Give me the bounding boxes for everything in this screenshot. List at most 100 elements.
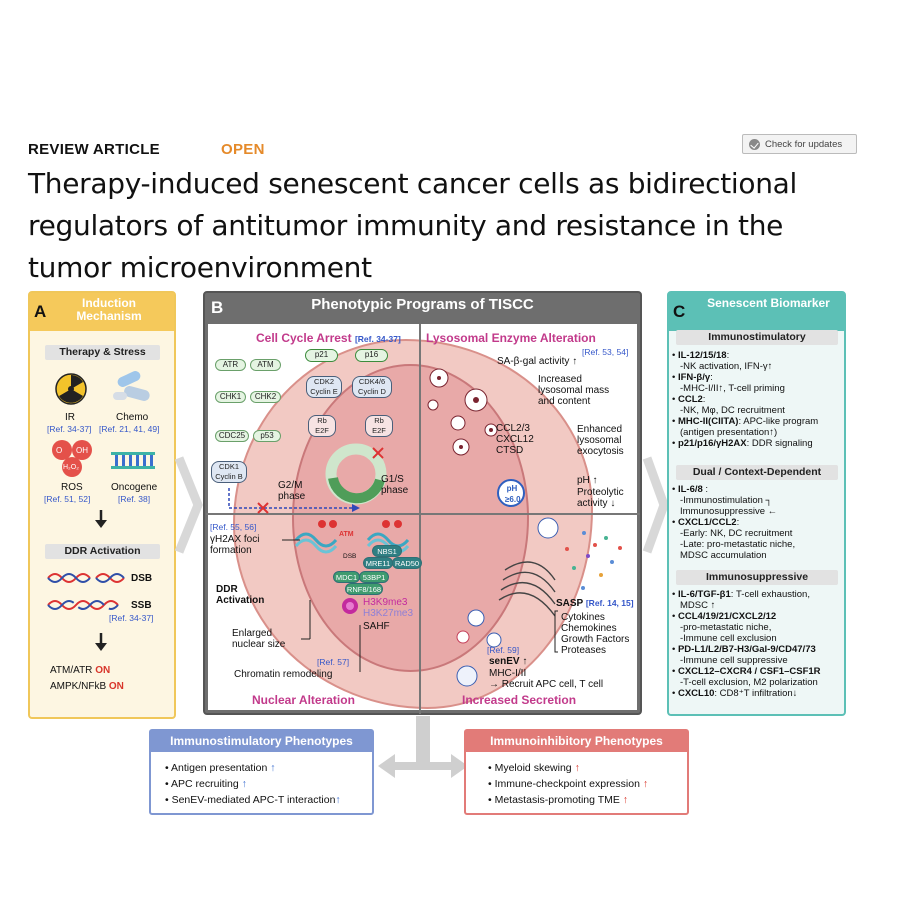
mhc-label: MHC-I/II xyxy=(489,668,527,679)
mre11-chip: MRE11 xyxy=(363,557,393,569)
oncogene-ref: [Ref. 38] xyxy=(118,494,151,504)
o2-label: O xyxy=(56,446,63,455)
biomarker-line: • IL-12/15/18: xyxy=(672,350,730,361)
biomarker-line: -Early: NK, DC recruitment xyxy=(680,528,793,539)
ros-ref: [Ref. 51, 52] xyxy=(44,494,91,504)
cell-cycle-arrest-title: Cell Cycle Arrest [Ref. 34-37] xyxy=(256,331,401,345)
atm-mini-label: ATM xyxy=(339,531,354,538)
chevron-right-icon xyxy=(174,456,203,554)
p16-chip: p16 xyxy=(355,349,388,362)
oncogene-label: Oncogene xyxy=(111,482,158,493)
biomarker-line: MDSC accumulation xyxy=(680,550,767,561)
sahf-label: SAHF xyxy=(363,621,390,632)
biomarker-line: • CCL4/19/21/CXCL2/12 xyxy=(672,611,777,622)
inhib-phenotype-item: • Myeloid skewing ↑ xyxy=(488,762,580,774)
article-type: REVIEW ARTICLE xyxy=(28,141,160,158)
enlarged-nuclear-label: Enlarged nuclear size xyxy=(232,628,286,650)
atm-atr-label: ATM/ATR ON xyxy=(50,665,111,676)
biomarker-line: • MHC-II(CIITA): APC-like program xyxy=(672,416,819,427)
biomarker-line: • CXCL10: CD8⁺T infiltration↓ xyxy=(672,688,798,699)
biomarker-line: • IFN-β/γ: xyxy=(672,372,713,383)
proteolytic-label: Proteolytic activity ↓ xyxy=(577,487,624,509)
sa-gal-label: SA-β-gal activity ↑ xyxy=(497,356,578,367)
q3-ref-2: [Ref. 57] xyxy=(317,657,350,667)
h3k27-label: H3K27me3 xyxy=(363,608,414,619)
ph-badge: pH≥6.0 xyxy=(505,484,521,504)
chevron-right-icon-2 xyxy=(642,456,669,554)
nbs1-chip: NBS1 xyxy=(372,545,402,557)
inhib-phenotypes-title: Immunoinhibitory Phenotypes xyxy=(466,731,687,752)
biomarker-line: -NK activation, IFN-γ↑ xyxy=(680,361,773,372)
cdc25-chip: CDC25 xyxy=(215,430,249,442)
chemo-label: Chemo xyxy=(116,412,149,423)
rnf-chip: RNF8/168 xyxy=(345,583,383,595)
immunosuppressive-section: Immunosuppressive xyxy=(676,570,838,585)
immunostimulatory-section: Immunostimulatory xyxy=(676,330,838,345)
ssb-ref: [Ref. 34-37] xyxy=(109,613,154,623)
dsb-label: DSB xyxy=(131,573,153,584)
therapy-stress-header: Therapy & Stress xyxy=(45,345,160,360)
open-access-label: OPEN xyxy=(221,141,265,158)
biomarker-line: -Late: pro-metastatic niche, xyxy=(680,539,796,550)
panel-a-letter: A xyxy=(34,302,47,321)
panel-senescent-biomarker: Senescent Biomarker xyxy=(667,291,846,716)
ros-label: ROS xyxy=(61,482,83,493)
panel-a-title: Induction Mechanism xyxy=(30,293,174,331)
nuclear-alteration-title: Nuclear Alteration xyxy=(252,693,355,707)
g2m-phase-label: G2/M phase xyxy=(278,480,306,502)
q3-ref-1: [Ref. 55, 56] xyxy=(210,522,257,532)
immunoinhibitory-phenotypes-box: Immunoinhibitory Phenotypes • Myeloid sk… xyxy=(464,729,689,815)
exocytosis-label: Enhanced lysosomal exocytosis xyxy=(577,424,624,457)
chromatin-remodeling-label: Chromatin remodeling xyxy=(234,669,333,680)
foci-label: γH2AX foci formation xyxy=(210,534,260,556)
dual-section: Dual / Context-Dependent xyxy=(676,465,838,480)
atr-chip: ATR xyxy=(215,359,246,371)
sasp-label: SASP [Ref. 14, 15] xyxy=(556,598,634,609)
biomarker-line: • PD-L1/L2/B7-H3/Gal-9/CD47/73 xyxy=(672,644,816,655)
sasp-item: Cytokines xyxy=(561,612,605,623)
sasp-item: Chemokines xyxy=(561,623,617,634)
biomarker-line: • CXCL1/CCL2: xyxy=(672,517,740,528)
lysosomal-title: Lysosomal Enzyme Alteration xyxy=(426,331,596,345)
biomarker-line: -T-cell exclusion, M2 polarization xyxy=(680,677,818,688)
biomarker-line: (antigen presentation↑) xyxy=(680,427,778,438)
biomarker-line: -Immune cell suppressive xyxy=(680,655,788,666)
atm-chip: ATM xyxy=(250,359,281,371)
biomarker-line: Immunosuppressive ← xyxy=(680,506,778,517)
biomarker-line: • CCL2: xyxy=(672,394,706,405)
article-title: Therapy-induced senescent cancer cells a… xyxy=(28,167,798,284)
panel-b-letter: B xyxy=(211,298,224,317)
chemo-ref: [Ref. 21, 41, 49] xyxy=(99,424,160,434)
check-for-updates-button[interactable]: Check for updates xyxy=(742,134,857,154)
lysosomal-mass-label: Increased lysosomal mass and content xyxy=(538,374,610,407)
biomarker-line: • p21/p16/γH2AX: DDR signaling xyxy=(672,438,813,449)
panel-b-title: Phenotypic Programs of TISCC xyxy=(311,296,534,313)
ir-label: IR xyxy=(65,412,75,423)
immunostimulatory-phenotypes-box: Immunostimulatory Phenotypes • Antigen p… xyxy=(149,729,374,815)
biomarker-line: • IL-6/8 : xyxy=(672,484,709,495)
p21-chip: p21 xyxy=(305,349,338,362)
ir-ref: [Ref. 34-37] xyxy=(47,424,92,434)
h2o2-label: H₂O₂ xyxy=(63,464,79,471)
panel-c-letter: C xyxy=(673,302,686,321)
biomarker-line: MDSC ↑ xyxy=(680,600,716,611)
biomarker-line: • CXCL12–CXCR4 / CSF1–CSF1R xyxy=(672,666,821,677)
biomarker-line: -NK, Mφ, DC recruitment xyxy=(680,405,785,416)
ssb-label: SSB xyxy=(131,600,152,611)
oh-label: OH xyxy=(76,446,88,455)
biomarker-line: -MHC-I/II↑, T-cell priming xyxy=(680,383,785,394)
sasp-item: Growth Factors xyxy=(561,634,630,645)
increased-secretion-title: Increased Secretion xyxy=(462,693,577,707)
rad50-chip: RAD50 xyxy=(392,557,422,569)
stim-phenotype-item: • SenEV-mediated APC-T interaction↑ xyxy=(165,794,341,806)
biomarker-line: • IL-6/TGF-β1: T-cell exhaustion, xyxy=(672,589,810,600)
p53-chip: p53 xyxy=(253,430,281,442)
mdc1-chip: MDC1 xyxy=(333,571,360,583)
53bp1-chip: 53BP1 xyxy=(359,571,389,583)
stim-phenotype-item: • Antigen presentation ↑ xyxy=(165,762,276,774)
